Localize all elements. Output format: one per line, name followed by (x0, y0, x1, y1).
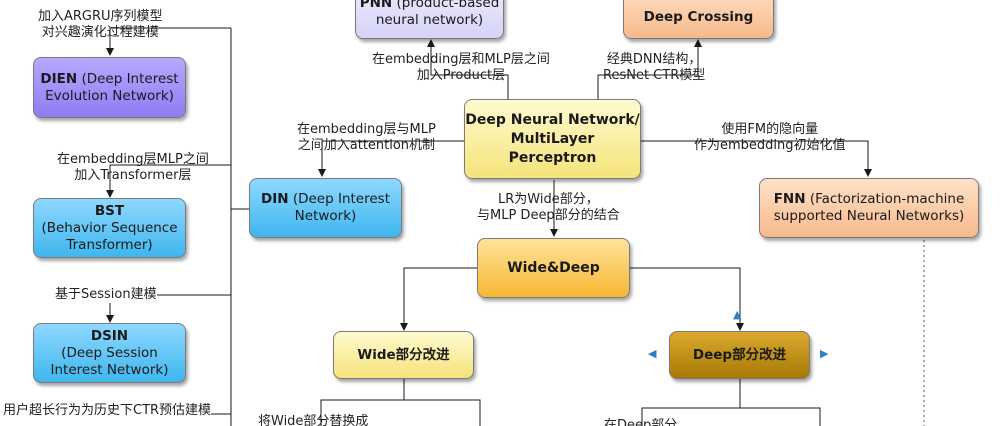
node-deep-crossing[interactable]: Deep Crossing (623, 0, 774, 39)
node-dsin-desc: (Deep Session Interest Network) (50, 344, 169, 378)
node-wide-deep-title: Wide&Deep (507, 259, 600, 276)
node-dien-title: DIEN (40, 70, 78, 87)
label-wide-cut-note: 将Wide部分替换成 (258, 414, 369, 426)
node-bst-desc: (Behavior Sequence Transformer) (41, 219, 178, 253)
node-bst-title: BST (94, 202, 125, 219)
node-pnn[interactable]: PNN (product-based neural network) (355, 0, 504, 39)
edge-dnn-deepcrossing (597, 39, 702, 100)
node-wide-improve-title: Wide部分改进 (357, 346, 450, 363)
label-wd-note: LR为Wide部分， 与MLP Deep部分的结合 (477, 192, 620, 223)
node-wide-improve[interactable]: Wide部分改进 (333, 331, 474, 379)
node-dnn[interactable]: Deep Neural Network/ MultiLayer Perceptr… (464, 99, 641, 179)
node-fnn-title: FNN (773, 191, 806, 207)
node-bst[interactable]: BST (Behavior Sequence Transformer) (33, 198, 186, 258)
edge-dnn-din (318, 140, 465, 177)
label-din-note: 在embedding层与MLP 之间加入attention机制 (297, 122, 436, 153)
resize-handle-top-icon[interactable]: ▲ (733, 308, 742, 321)
node-deep-improve-title: Deep部分改进 (692, 346, 787, 363)
edge-dnn-pnn (427, 39, 509, 100)
node-fnn-desc: (Factorization-machine supported Neural … (773, 191, 965, 224)
resize-handle-left-icon[interactable]: ◀ (648, 347, 657, 360)
edge-dnn-fnn (640, 140, 872, 177)
label-fnn-note: 使用FM的隐向量 作为embedding初始化值 (694, 122, 846, 153)
node-deep-improve[interactable]: Deep部分改进 (669, 331, 810, 379)
edge-din-bst (106, 164, 231, 198)
node-deep-crossing-title: Deep Crossing (643, 9, 754, 25)
edge-wd-deep (630, 267, 744, 331)
node-dsin[interactable]: DSIN (Deep Session Interest Network) (33, 323, 186, 383)
label-dsin-note: 基于Session建模 (55, 287, 157, 303)
resize-handle-right-icon[interactable]: ▶ (820, 347, 829, 360)
node-din-title: DIN (261, 191, 289, 207)
label-dien-note: 加入ARGRU序列模型 对兴趣演化过程建模 (38, 9, 163, 40)
edge-wide-left (320, 379, 405, 426)
node-wide-deep[interactable]: Wide&Deep (477, 238, 630, 298)
label-deep-cut-note: 在Deep部分 (604, 418, 678, 426)
label-bst-note: 在embedding层MLP之间 加入Transformer层 (57, 152, 209, 183)
node-din-desc: (Deep Interest Network) (292, 191, 390, 224)
node-dien[interactable]: DIEN (Deep Interest Evolution Network) (33, 57, 186, 118)
node-dnn-title: Deep Neural Network/ MultiLayer Perceptr… (465, 111, 640, 166)
node-fnn[interactable]: FNN (Factorization-machine supported Neu… (759, 178, 979, 238)
label-pnn-note: 在embedding层和MLP层之间 加入Product层 (372, 52, 550, 83)
node-dien-desc: (Deep Interest Evolution Network) (45, 70, 179, 104)
label-long-seq-note: 用户超长行为为历史下CTR预估建模 (3, 403, 212, 419)
node-din[interactable]: DIN (Deep Interest Network) (249, 178, 402, 238)
node-pnn-title: PNN (359, 0, 393, 11)
edge-deep-right (740, 407, 821, 426)
label-dc-note: 经典DNN结构， ResNet CTR模型 (603, 52, 706, 83)
node-dsin-title: DSIN (90, 327, 129, 344)
edge-wd-wide (400, 267, 478, 331)
edge-deep-left (641, 379, 741, 426)
edge-din-dien (106, 27, 231, 56)
node-pnn-desc: (product-based neural network) (375, 0, 500, 28)
edge-wide-right (404, 399, 481, 426)
